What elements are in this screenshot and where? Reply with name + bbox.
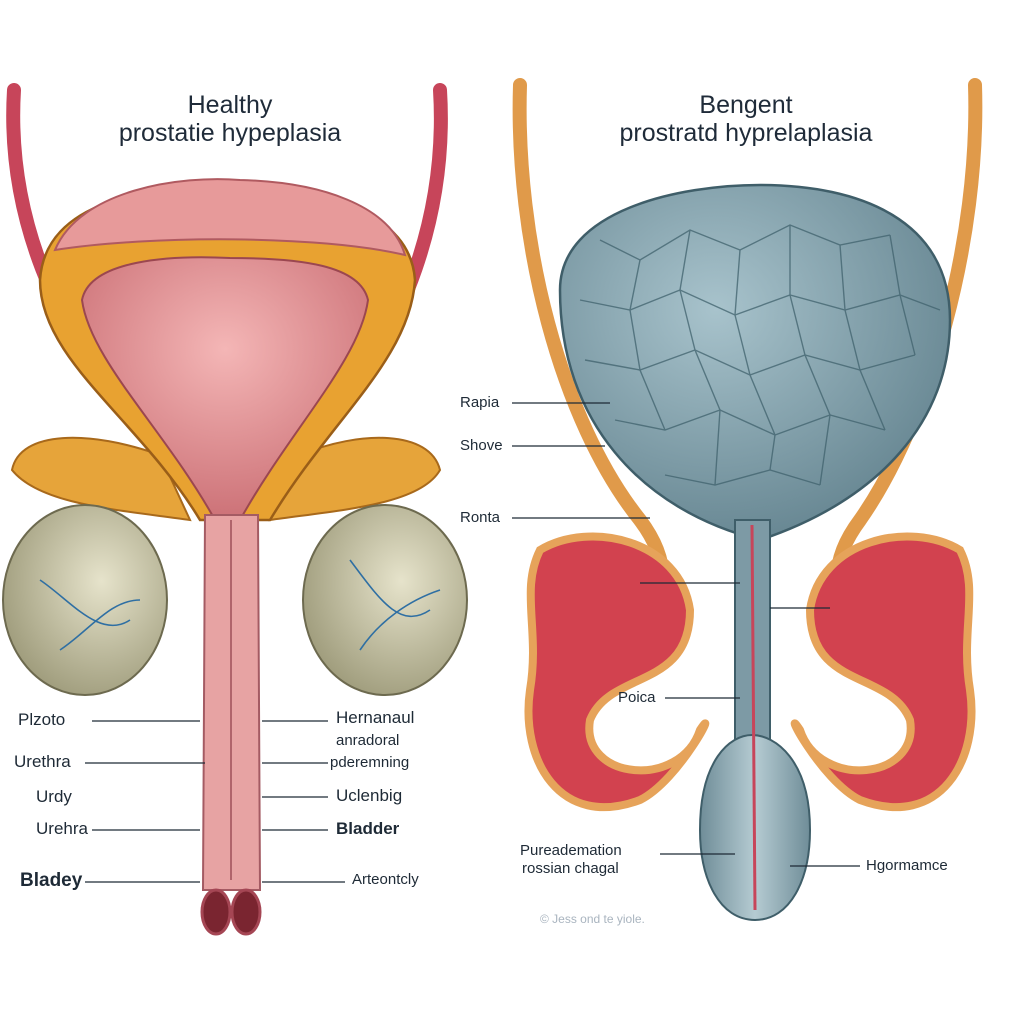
left-title-line1: Healthy [187, 91, 273, 119]
left-testis [2, 504, 168, 696]
label-left-0: Plzoto [18, 710, 66, 729]
label-right-1: anradoral [336, 732, 400, 749]
right-testis [302, 504, 468, 696]
label-left-1: Urethra [14, 752, 71, 771]
left-diagram [2, 83, 468, 936]
left-epididymis [524, 532, 710, 811]
left-title-line2: prostatie hypeplasia [118, 119, 342, 147]
bph-label-2: Ronta [460, 509, 501, 526]
label-right-4: Bladder [336, 819, 400, 838]
right-epididymis [790, 532, 976, 811]
bph-label-1: Shove [460, 437, 503, 454]
bladder-dome [53, 178, 407, 257]
label-right-2: pderemning [330, 754, 410, 771]
meatus-right [230, 888, 262, 936]
label-left-3: Urehra [36, 819, 88, 838]
enlarged-prostate [558, 183, 952, 542]
bph-label-5: rossian chagal [522, 860, 619, 877]
right-diagram [512, 78, 983, 922]
right-title-line2: prostratd hyprelaplasia [619, 119, 873, 147]
bph-label-6: Hgormamce [866, 857, 948, 874]
right-title-line1: Bengent [699, 91, 793, 119]
bladder-lumen [80, 256, 370, 521]
bph-label-4: Pureademation [520, 842, 622, 859]
label-left-2: Urdy [36, 787, 72, 806]
credit-text: © Jess ond te yiole. [540, 912, 645, 926]
meatus-left [200, 888, 232, 936]
label-right-3: Uclenbig [336, 786, 403, 805]
bph-label-3: Poica [618, 689, 656, 706]
left-seminal-vesicle [10, 436, 192, 522]
label-right-5: Arteontcly [352, 871, 419, 888]
label-right-0: Hernanaul [336, 708, 415, 727]
label-left-4: Bladey [20, 870, 83, 891]
bph-label-0: Rapia [460, 394, 500, 411]
